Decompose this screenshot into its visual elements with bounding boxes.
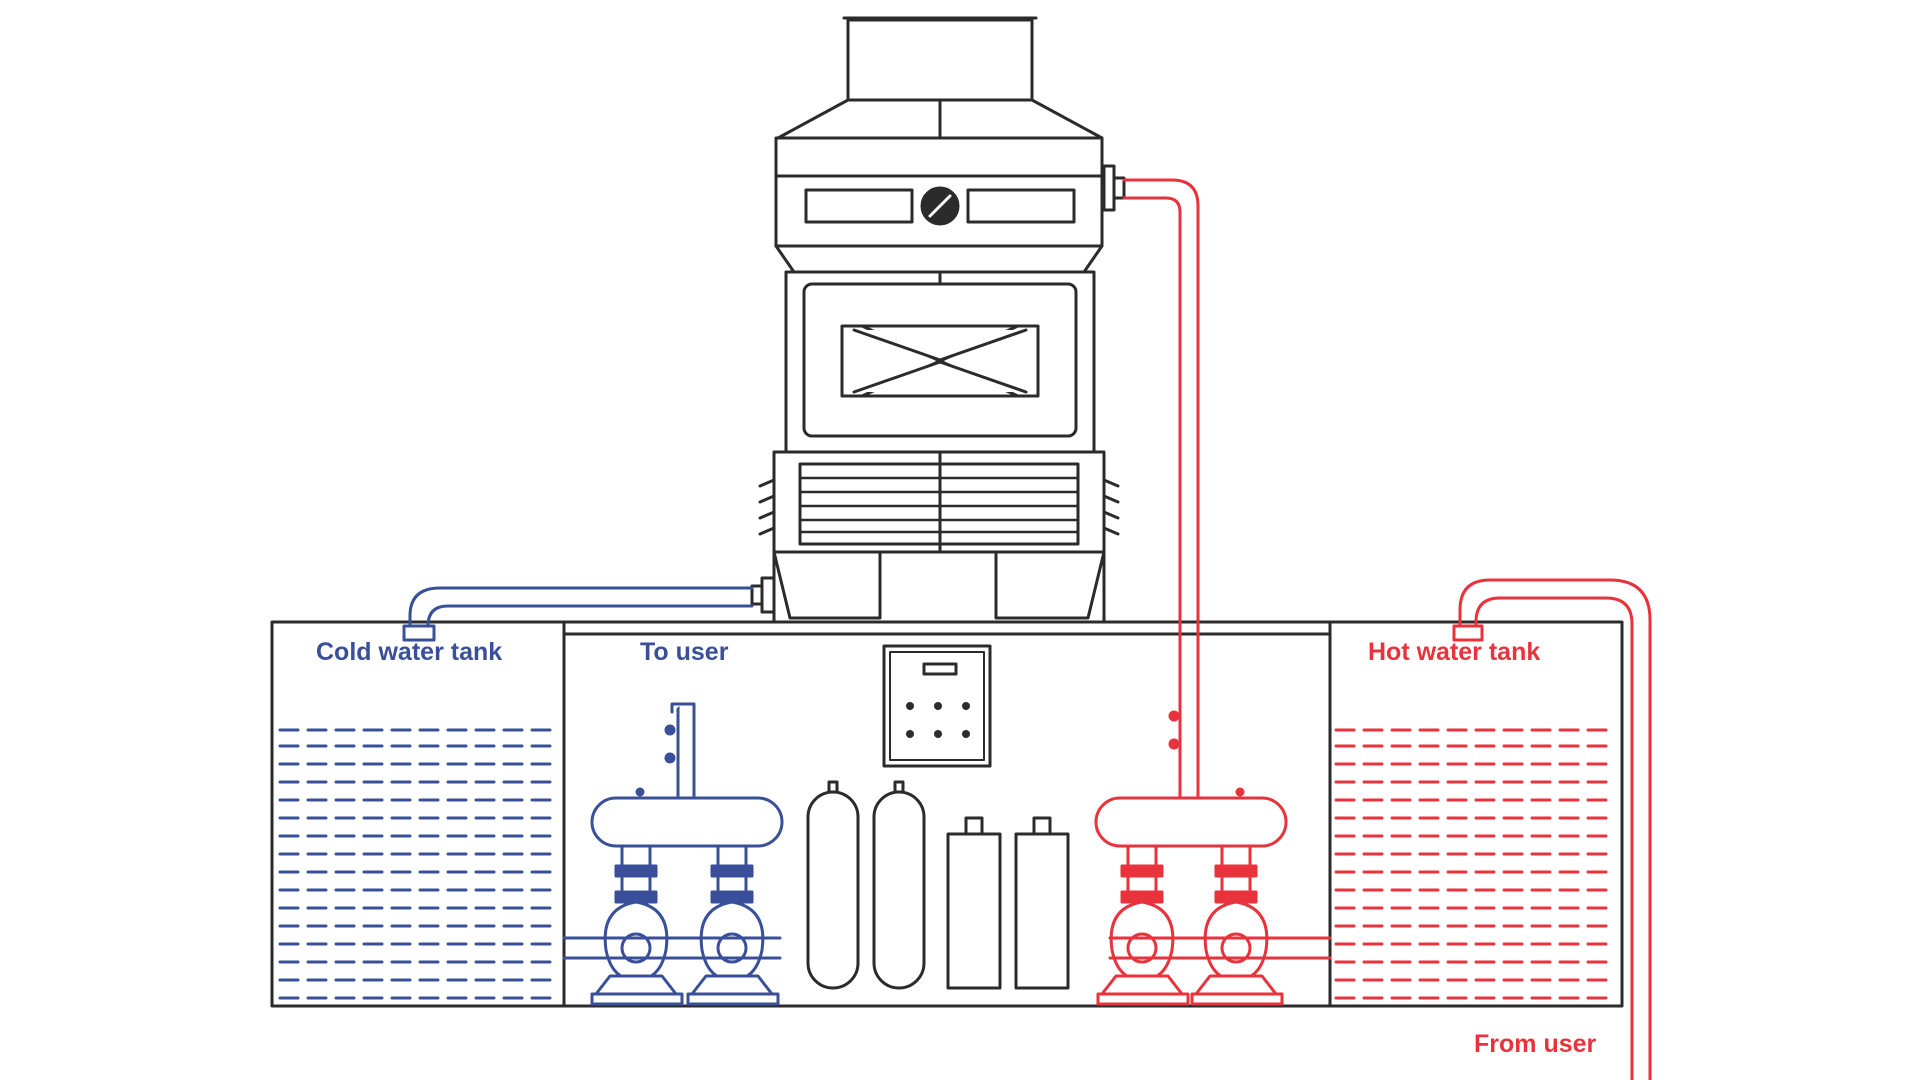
control-panel [882,644,992,768]
cold-pump-1 [590,844,684,1006]
tower-leg-right [994,550,1106,620]
tank-enclosure [270,620,1624,1008]
cold-pump-2 [686,844,780,1006]
cold-header-drum [590,796,784,848]
cooling-tower [750,16,1126,624]
tower-leg-left [772,550,882,620]
pressure-vessels [806,780,926,990]
inspection-window-right [966,188,1076,224]
hot-inlet-pipe [1122,178,1200,800]
side-fins-left [758,478,776,536]
fan-stack [846,18,1034,102]
filter-units [946,816,1070,990]
hot-pump-2 [1190,844,1284,1006]
cold-riser [676,702,696,806]
from-user-pipe [1452,578,1652,1080]
tower-header [774,136,1104,178]
cold-pump-set [562,702,784,1006]
outlet-flange [760,576,776,614]
from-user-label: From user [1474,1030,1597,1058]
hot-pump-1 [1096,844,1190,1006]
hot-header-drum [1094,796,1288,848]
hot-pump-set [1094,710,1332,1006]
hot-water-tank-label: Hot water tank [1368,638,1541,666]
fill-media-icon [840,324,1040,398]
side-fins-right [1102,478,1120,536]
cold-water-tank-label: Cold water tank [316,638,503,666]
tower-taper [774,244,1104,274]
inspection-window-left [804,188,914,224]
tank-outline [270,620,1624,1008]
cold-water-level [278,728,562,1000]
hot-water-level [1334,728,1618,1000]
cold-return-pipe [402,586,754,642]
to-user-label: To user [640,638,729,666]
